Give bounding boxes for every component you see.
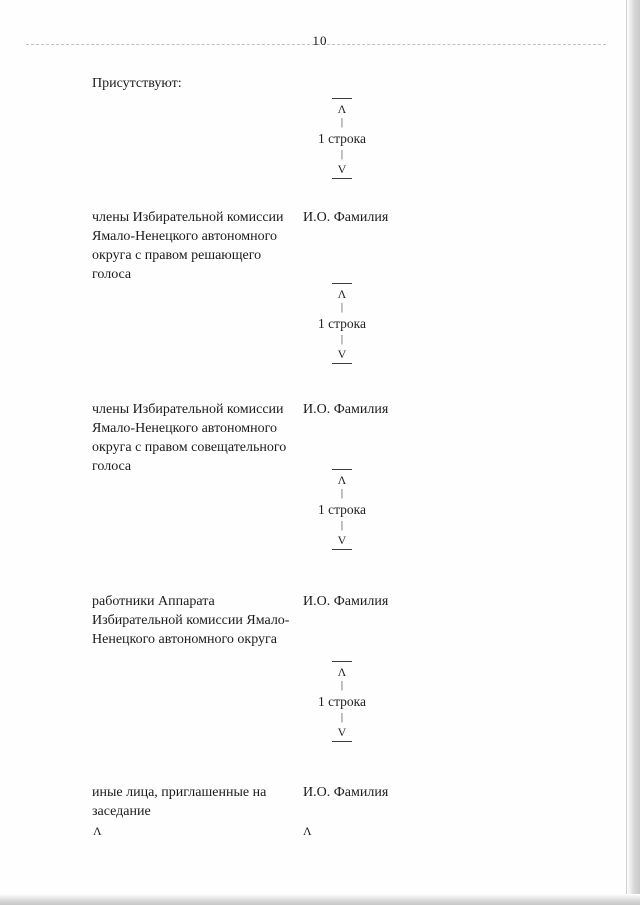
marker-top-line bbox=[332, 469, 352, 470]
vertical-bar-icon: | bbox=[340, 487, 344, 499]
vertical-bar-icon: | bbox=[340, 301, 344, 313]
vertical-bar-icon: | bbox=[340, 116, 344, 128]
marker-bottom-line bbox=[332, 549, 352, 550]
marker-top-line bbox=[332, 661, 352, 662]
up-caret-icon: Λ bbox=[337, 287, 347, 301]
scan-edge-bottom bbox=[0, 894, 640, 905]
marker-bottom-line bbox=[332, 741, 352, 742]
line-spacing-marker: Λ | 1 строка | V bbox=[298, 467, 386, 552]
up-caret-icon: Λ bbox=[337, 665, 347, 679]
vertical-bar-icon: | bbox=[340, 333, 344, 345]
down-caret-icon: V bbox=[337, 725, 347, 739]
spacer-label: 1 строка bbox=[317, 316, 367, 331]
marker-bottom-line bbox=[332, 363, 352, 364]
entry-role: иные лица, приглашенные на заседание bbox=[92, 785, 267, 819]
bottom-left-caret-icon: Λ bbox=[93, 824, 102, 838]
entry-role: члены Избирательной комиссии Ямало-Ненец… bbox=[92, 210, 284, 282]
attendees-heading: Присутствуют: bbox=[92, 76, 182, 91]
spacer-label: 1 строка bbox=[317, 502, 367, 517]
up-caret-icon: Λ bbox=[337, 102, 347, 116]
vertical-bar-icon: | bbox=[340, 711, 344, 723]
page-number: 10 bbox=[312, 33, 328, 48]
spacer-label: 1 строка bbox=[317, 694, 367, 709]
marker-top-line bbox=[332, 283, 352, 284]
bottom-right-caret-icon: Λ bbox=[303, 824, 312, 838]
line-spacing-marker: Λ | 1 строка | V bbox=[298, 659, 386, 744]
entry-name: И.О. Фамилия bbox=[303, 785, 389, 800]
entry-role: работники Аппарата Избирательной комисси… bbox=[92, 594, 290, 647]
vertical-bar-icon: | bbox=[340, 679, 344, 691]
scan-edge-right bbox=[626, 0, 640, 905]
vertical-bar-icon: | bbox=[340, 148, 344, 160]
down-caret-icon: V bbox=[337, 347, 347, 361]
up-caret-icon: Λ bbox=[337, 473, 347, 487]
entry-name: И.О. Фамилия bbox=[303, 594, 389, 609]
marker-bottom-line bbox=[332, 178, 352, 179]
vertical-bar-icon: | bbox=[340, 519, 344, 531]
line-spacing-marker: Λ | 1 строка | V bbox=[298, 96, 386, 181]
entry-role: члены Избирательной комиссии Ямало-Ненец… bbox=[92, 402, 287, 474]
spacer-label: 1 строка bbox=[317, 131, 367, 146]
line-spacing-marker: Λ | 1 строка | V bbox=[298, 281, 386, 366]
entry-name: И.О. Фамилия bbox=[303, 402, 389, 417]
marker-top-line bbox=[332, 98, 352, 99]
entry-name: И.О. Фамилия bbox=[303, 210, 389, 225]
down-caret-icon: V bbox=[337, 162, 347, 176]
down-caret-icon: V bbox=[337, 533, 347, 547]
scan-artifact-line bbox=[26, 44, 606, 45]
